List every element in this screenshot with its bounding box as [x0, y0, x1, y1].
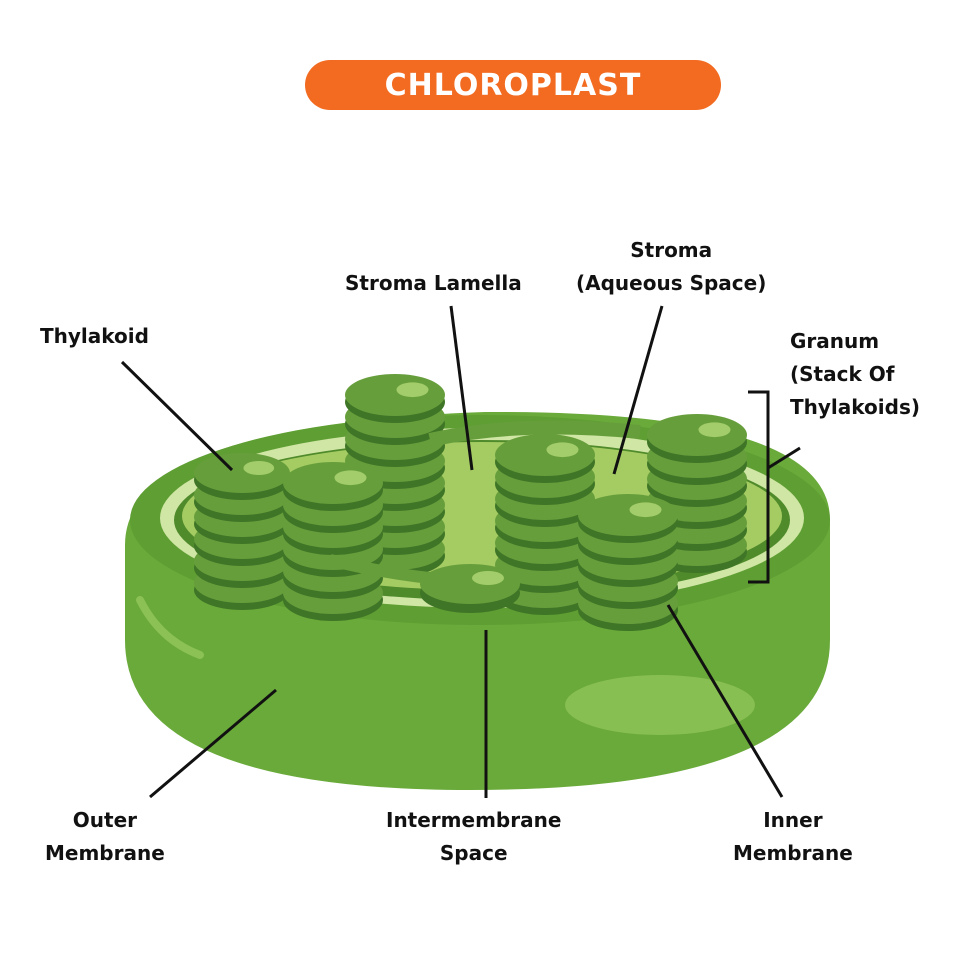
lamella — [328, 554, 451, 586]
thylakoid-highlight — [698, 422, 731, 438]
thylakoid-disc — [194, 453, 290, 493]
leader-lines — [120, 305, 801, 799]
granum-bracket — [748, 390, 770, 584]
outer-membrane-leader — [149, 688, 277, 799]
stroma-leader — [612, 305, 664, 475]
label-inner-membrane: Inner Membrane — [733, 808, 853, 865]
label-stroma: Stroma (Aqueous Space) — [576, 238, 767, 295]
thylakoid-leader — [120, 360, 234, 472]
thylakoid-highlight — [396, 382, 429, 398]
thylakoid-highlight — [334, 470, 367, 486]
stroma-lamellae — [328, 420, 641, 586]
thylakoid-highlight — [546, 442, 579, 458]
granum-stack — [194, 453, 290, 610]
stroma-lamella-leader — [449, 305, 474, 471]
thylakoid-disc — [283, 462, 383, 504]
label-intermembrane-space: Intermembrane Space — [386, 808, 562, 865]
thylakoid-highlight — [243, 461, 275, 475]
thylakoid-highlight — [629, 502, 662, 518]
label-granum: Granum (Stack Of Thylakoids) — [790, 329, 920, 419]
lamella — [428, 420, 641, 447]
inner-membrane-leader — [666, 604, 784, 798]
granum-stack — [283, 462, 383, 621]
label-outer-membrane: Outer Membrane — [45, 808, 165, 865]
thylakoid-disc — [345, 374, 445, 416]
label-stroma-lamella: Stroma Lamella — [345, 271, 522, 295]
thylakoid-highlight — [472, 571, 504, 585]
thylakoid-disc — [647, 414, 747, 456]
thylakoid-disc — [495, 434, 595, 476]
front-thylakoid — [420, 564, 520, 613]
granum-stack — [578, 494, 678, 631]
thylakoid-disc — [578, 494, 678, 536]
label-thylakoid: Thylakoid — [40, 324, 149, 348]
granum-stack — [495, 434, 595, 615]
granum-leader — [767, 446, 801, 470]
page-title: CHLOROPLAST — [384, 67, 642, 103]
title-banner: CHLOROPLAST — [305, 60, 721, 110]
